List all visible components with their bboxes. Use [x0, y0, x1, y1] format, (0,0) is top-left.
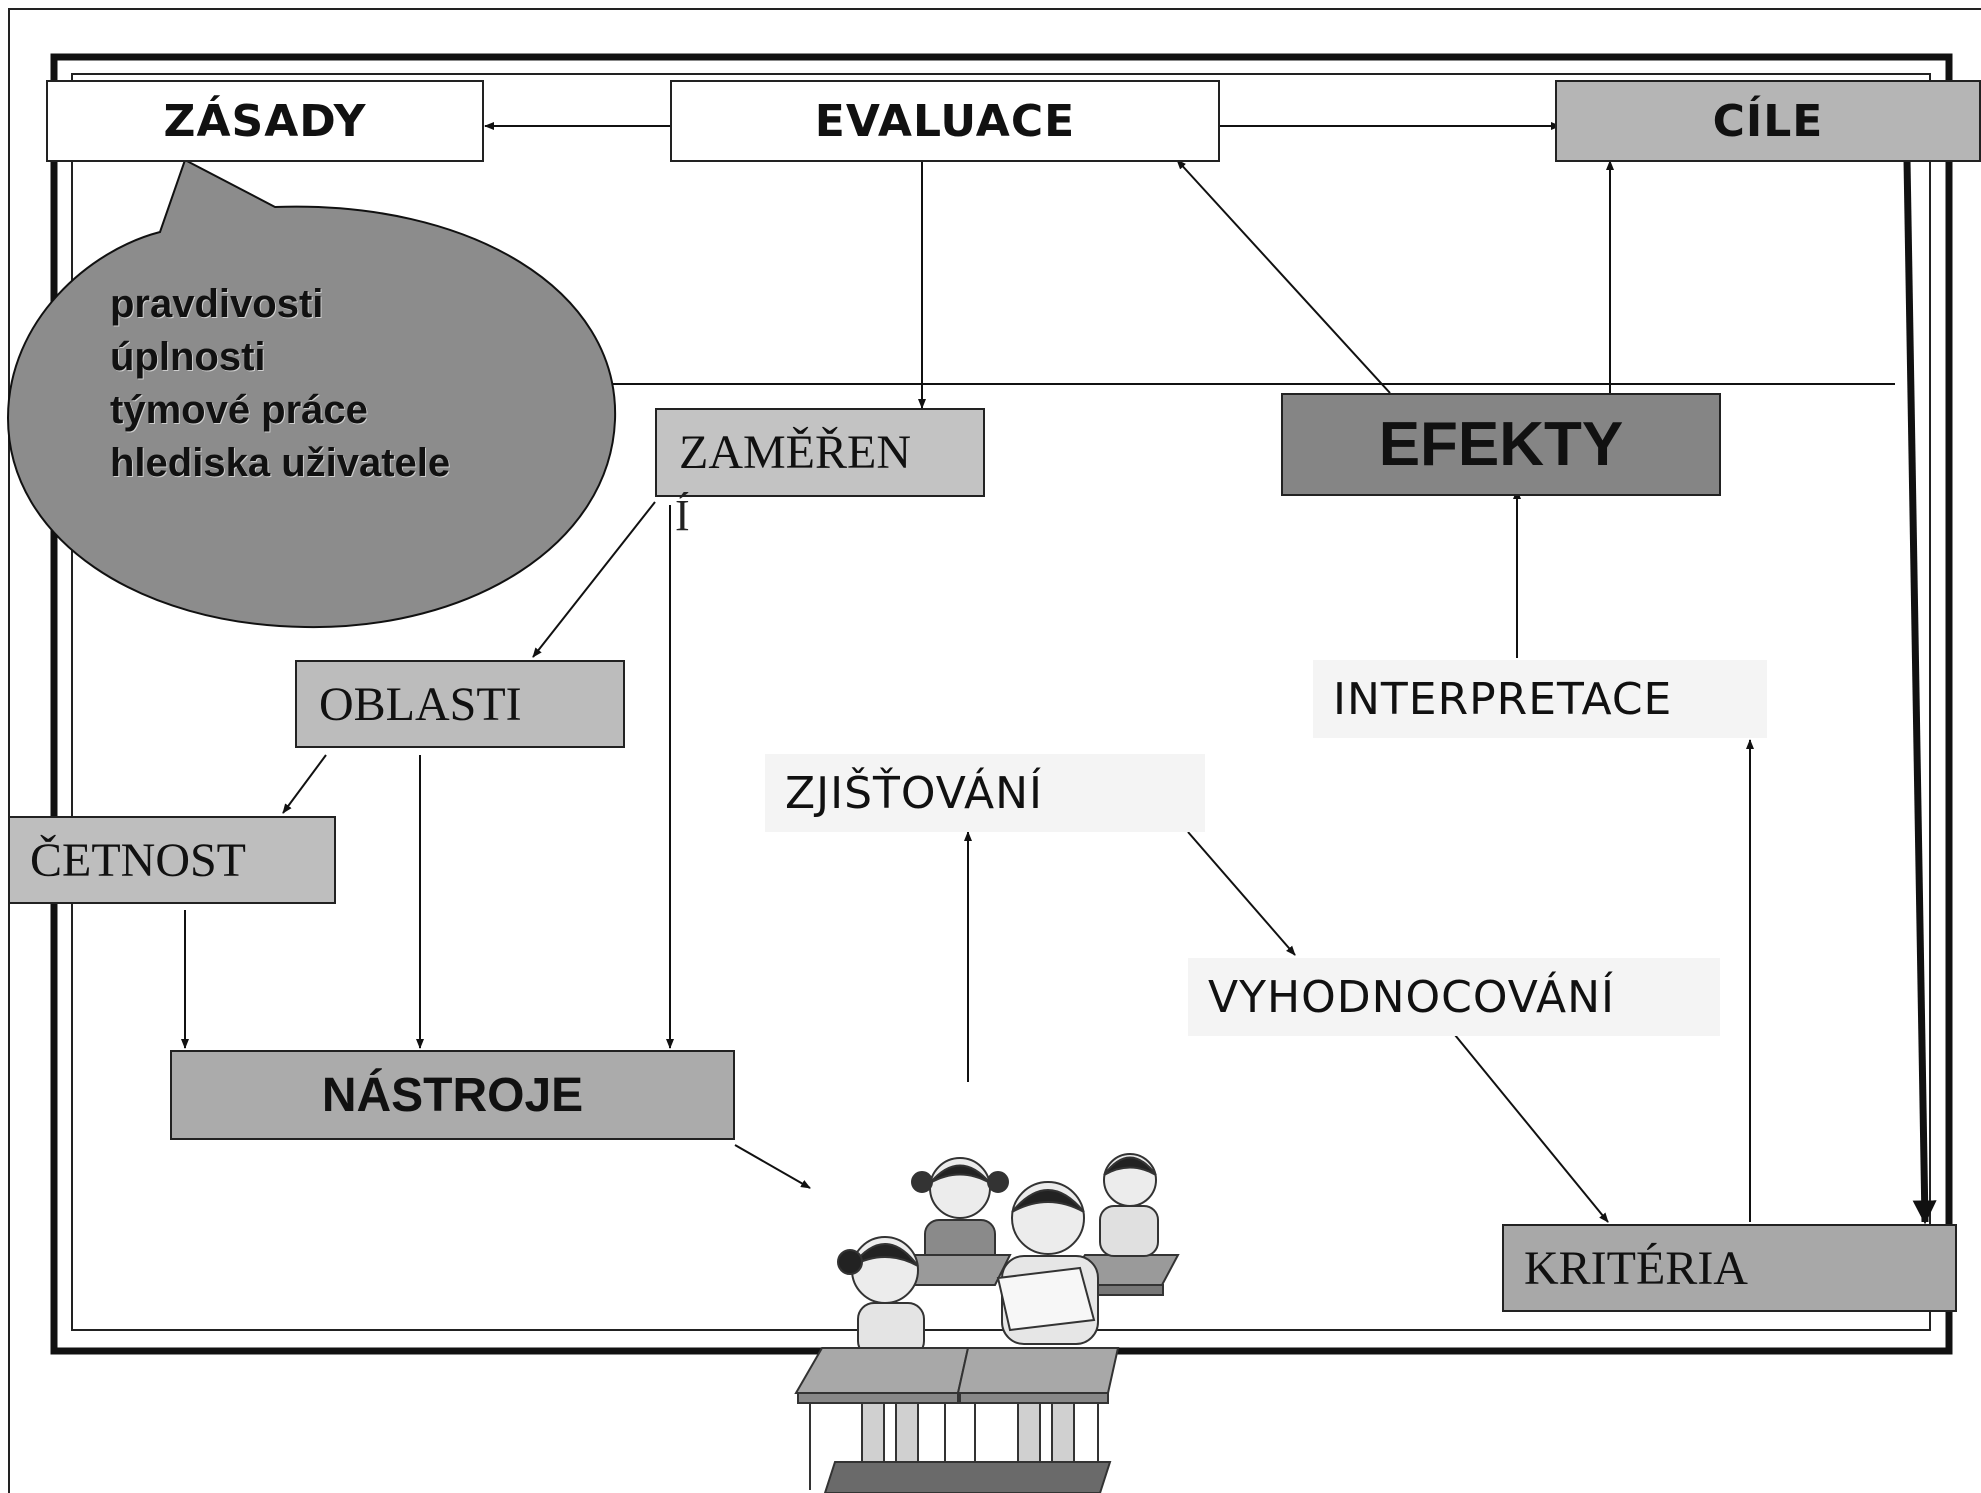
arrow-oblasti-cetnost — [282, 754, 327, 814]
bubble-item: pravdivosti — [110, 282, 324, 326]
node-cile: CÍLE — [1555, 80, 1981, 162]
node-vyhodnocovani: VYHODNOCOVÁNÍ — [1188, 958, 1720, 1036]
node-zasady: ZÁSADY — [46, 80, 484, 162]
arrow-nastroje-children — [734, 1144, 811, 1189]
arrow-zamereni-oblasti — [532, 501, 656, 658]
node-efekty: EFEKTY — [1281, 393, 1721, 496]
node-zamereni-tail: Í — [675, 491, 690, 540]
node-zjistovani-label: ZJIŠŤOVÁNÍ — [785, 767, 1044, 819]
children-illustration — [794, 1153, 1180, 1493]
inner-thin-frame — [71, 73, 1931, 1331]
speech-bubble — [6, 158, 617, 629]
node-zamereni: ZAMĚŘEN — [655, 408, 985, 497]
node-vyhodnocovani-label: VYHODNOCOVÁNÍ — [1208, 971, 1615, 1023]
node-kriteria-label: KRITÉRIA — [1524, 1241, 1748, 1295]
node-zjistovani: ZJIŠŤOVÁNÍ — [765, 754, 1205, 832]
node-nastroje: NÁSTROJE — [170, 1050, 735, 1140]
node-zamereni-label: ZAMĚŘEN — [679, 426, 911, 479]
node-interpretace: INTERPRETACE — [1313, 660, 1767, 738]
page-frame — [8, 8, 1981, 1493]
node-cetnost: ČETNOST — [8, 816, 336, 904]
node-evaluace: EVALUACE — [670, 80, 1220, 162]
node-oblasti: OBLASTI — [295, 660, 625, 748]
node-nastroje-label: NÁSTROJE — [321, 1068, 584, 1122]
arrow-vyhodnocovani-kriteria — [1454, 1034, 1609, 1223]
arrow-zjistovani-vyhodnocovani — [1187, 831, 1296, 956]
bubble-text: pravdivosti úplnosti týmové práce hledis… — [110, 278, 450, 490]
node-zasady-label: ZÁSADY — [163, 95, 367, 147]
node-efekty-label: EFEKTY — [1378, 410, 1624, 479]
bubble-item: hlediska uživatele — [110, 441, 451, 485]
bubble-item: úplnosti — [110, 335, 266, 379]
arrow-cile-kriteria — [1903, 159, 1937, 1225]
node-oblasti-label: OBLASTI — [319, 677, 522, 731]
node-kriteria: KRITÉRIA — [1502, 1224, 1957, 1312]
node-cile-label: CÍLE — [1712, 95, 1824, 147]
node-cetnost-label: ČETNOST — [30, 833, 246, 887]
node-evaluace-label: EVALUACE — [814, 95, 1076, 147]
arrow-efekty-evaluace — [1176, 159, 1391, 394]
bubble-item: týmové práce — [110, 388, 368, 432]
node-interpretace-label: INTERPRETACE — [1333, 673, 1673, 725]
